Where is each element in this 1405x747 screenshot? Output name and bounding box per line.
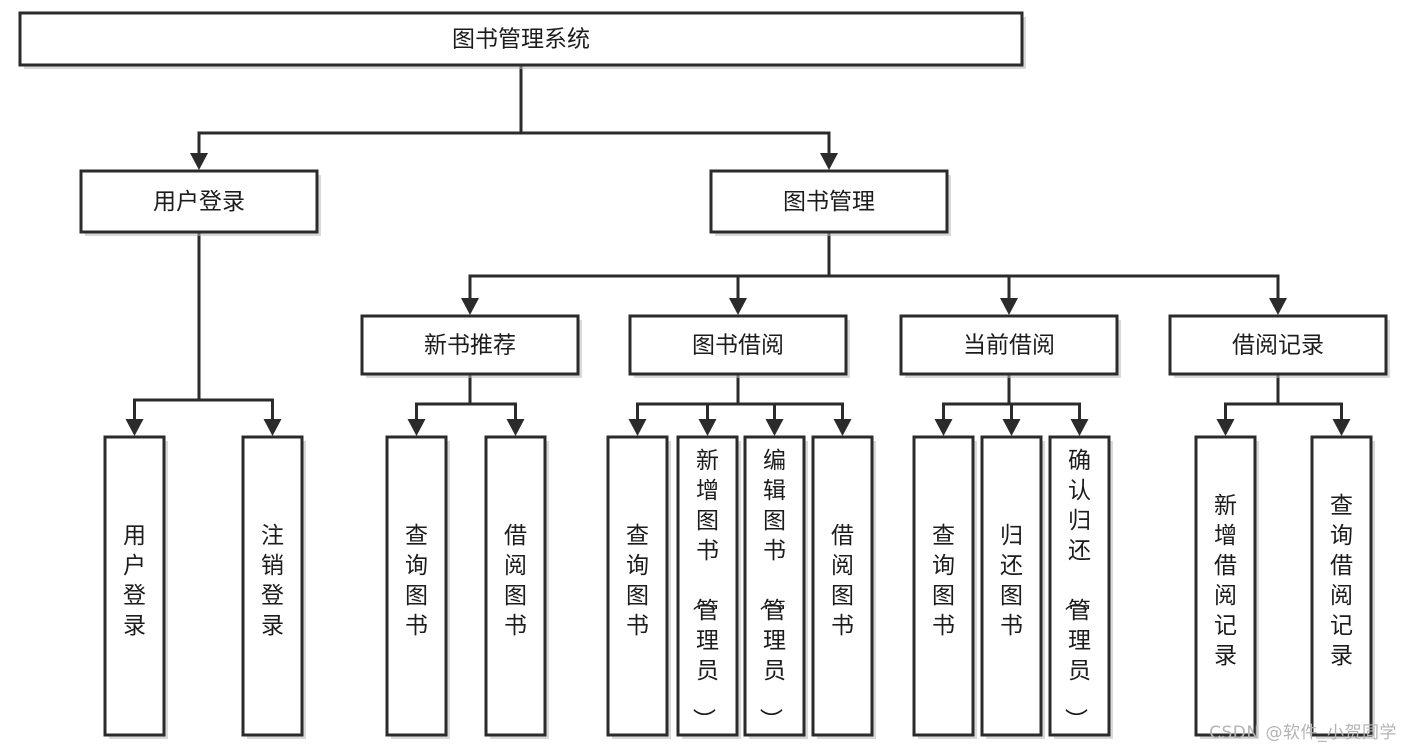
arrow-head-icon bbox=[729, 298, 747, 315]
node-label: 归还图书 bbox=[1000, 523, 1023, 639]
arrow-head-icon bbox=[934, 419, 953, 436]
node-box[interactable] bbox=[606, 435, 669, 737]
arrow-head-icon bbox=[506, 419, 525, 436]
connector-new-book-recommend-to-leaf-query-book-rec bbox=[407, 374, 472, 436]
node-root[interactable]: 图书管理系统 bbox=[18, 11, 1026, 69]
arrow-head-icon bbox=[1002, 419, 1021, 436]
node-box[interactable] bbox=[103, 435, 166, 737]
arrow-head-icon bbox=[1000, 298, 1018, 315]
node-box[interactable] bbox=[79, 169, 319, 234]
connector-user-login-to-leaf-logout bbox=[197, 232, 282, 436]
node-label: 用户登录 bbox=[123, 523, 146, 639]
connector-borrow-record-to-leaf-add-borrow-record bbox=[1216, 374, 1280, 436]
node-label: 图书借阅 bbox=[692, 333, 784, 359]
node-box[interactable] bbox=[1168, 314, 1388, 376]
node-layer: 图书管理系统用户登录图书管理新书推荐图书借阅当前借阅借阅记录用户登录注销登录查询… bbox=[18, 11, 1390, 739]
arrow-head-icon bbox=[820, 153, 838, 170]
node-label: 新增图书（管理员） bbox=[690, 448, 719, 731]
node-label: 新书推荐 bbox=[424, 333, 516, 359]
connector-borrow-record-to-leaf-query-borrow-record bbox=[1276, 374, 1351, 436]
node-box[interactable] bbox=[743, 435, 806, 737]
connector-book-manage-to-new-book-recommend bbox=[461, 232, 831, 315]
node-label: 查询借阅记录 bbox=[1330, 493, 1353, 669]
node-label: 确认归还（管理员） bbox=[1062, 448, 1091, 731]
arrow-head-icon bbox=[765, 419, 784, 436]
node-label: 查询图书 bbox=[932, 523, 955, 639]
node-book-borrow[interactable]: 图书借阅 bbox=[628, 314, 850, 378]
node-leaf-query-borrow-record[interactable]: 查询借阅记录 bbox=[1310, 435, 1375, 739]
node-label: 注销登录 bbox=[261, 523, 284, 639]
connector-book-manage-to-borrow-record bbox=[827, 232, 1287, 315]
node-label: 借阅记录 bbox=[1232, 333, 1324, 359]
arrow-head-icon bbox=[698, 419, 717, 436]
node-book-manage[interactable]: 图书管理 bbox=[709, 169, 951, 236]
node-label: 借阅图书 bbox=[504, 523, 527, 639]
node-box[interactable] bbox=[241, 435, 304, 737]
connector-book-borrow-to-leaf-borrow-book bbox=[736, 374, 852, 436]
node-box[interactable] bbox=[980, 435, 1043, 737]
watermark-text: CSDN @软件_小贺同学 bbox=[1209, 723, 1397, 743]
node-leaf-logout[interactable]: 注销登录 bbox=[241, 435, 306, 739]
arrow-head-icon bbox=[1269, 298, 1287, 315]
node-current-borrow[interactable]: 当前借阅 bbox=[899, 314, 1121, 378]
arrow-head-icon bbox=[263, 419, 282, 436]
connector-layer bbox=[125, 65, 1351, 436]
node-label: 查询图书 bbox=[626, 523, 649, 639]
node-box[interactable] bbox=[709, 169, 949, 234]
node-box[interactable] bbox=[1310, 435, 1373, 737]
connector-root-to-book-manage bbox=[519, 65, 838, 170]
node-leaf-return-book[interactable]: 归还图书 bbox=[980, 435, 1045, 739]
node-new-book-recommend[interactable]: 新书推荐 bbox=[360, 314, 582, 378]
arrow-head-icon bbox=[407, 419, 426, 436]
node-leaf-borrow-book[interactable]: 借阅图书 bbox=[811, 435, 876, 739]
node-box[interactable] bbox=[484, 435, 547, 737]
connector-root-to-user-login bbox=[190, 65, 523, 170]
node-box[interactable] bbox=[899, 314, 1119, 376]
node-box[interactable] bbox=[912, 435, 975, 737]
arrow-head-icon bbox=[125, 419, 144, 436]
node-label: 用户登录 bbox=[153, 189, 245, 215]
node-leaf-query-book-borrow[interactable]: 查询图书 bbox=[606, 435, 671, 739]
connector-book-manage-to-book-borrow bbox=[729, 232, 831, 315]
node-box[interactable] bbox=[18, 11, 1024, 67]
node-box[interactable] bbox=[360, 314, 580, 376]
arrow-head-icon bbox=[1216, 419, 1235, 436]
node-leaf-add-borrow-record[interactable]: 新增借阅记录 bbox=[1194, 435, 1259, 739]
node-leaf-edit-book-admin[interactable]: 编辑图书（管理员） bbox=[743, 435, 808, 739]
node-label: 查询图书 bbox=[405, 523, 428, 639]
arrow-head-icon bbox=[833, 419, 852, 436]
arrow-head-icon bbox=[190, 153, 208, 170]
node-label: 图书管理 bbox=[783, 189, 875, 215]
arrow-head-icon bbox=[628, 419, 647, 436]
node-box[interactable] bbox=[811, 435, 874, 737]
node-label: 借阅图书 bbox=[831, 523, 854, 639]
connector-new-book-recommend-to-leaf-borrow-book-rec bbox=[468, 374, 525, 436]
node-box[interactable] bbox=[1194, 435, 1257, 737]
arrow-head-icon bbox=[1070, 419, 1089, 436]
node-borrow-record[interactable]: 借阅记录 bbox=[1168, 314, 1390, 378]
node-leaf-user-login[interactable]: 用户登录 bbox=[103, 435, 168, 739]
node-label: 编辑图书（管理员） bbox=[757, 448, 786, 731]
node-box[interactable] bbox=[628, 314, 848, 376]
connector-current-borrow-to-leaf-confirm-return-admin bbox=[1007, 374, 1089, 436]
node-user-login[interactable]: 用户登录 bbox=[79, 169, 321, 236]
node-leaf-query-book-rec[interactable]: 查询图书 bbox=[385, 435, 450, 739]
connector-user-login-to-leaf-user-login bbox=[125, 232, 201, 436]
node-leaf-add-book-admin[interactable]: 新增图书（管理员） bbox=[676, 435, 741, 739]
node-box[interactable] bbox=[676, 435, 739, 737]
node-label: 当前借阅 bbox=[963, 333, 1055, 359]
node-box[interactable] bbox=[1048, 435, 1111, 737]
node-box[interactable] bbox=[385, 435, 448, 737]
node-label: 图书管理系统 bbox=[452, 27, 590, 53]
node-label: 新增借阅记录 bbox=[1214, 493, 1237, 669]
connector-book-manage-to-current-borrow bbox=[827, 232, 1018, 315]
node-leaf-borrow-book-rec[interactable]: 借阅图书 bbox=[484, 435, 549, 739]
node-leaf-confirm-return-admin[interactable]: 确认归还（管理员） bbox=[1048, 435, 1113, 739]
node-leaf-query-book-cur[interactable]: 查询图书 bbox=[912, 435, 977, 739]
connector-current-borrow-to-leaf-query-book-cur bbox=[934, 374, 1011, 436]
arrow-head-icon bbox=[461, 298, 479, 315]
arrow-head-icon bbox=[1332, 419, 1351, 436]
